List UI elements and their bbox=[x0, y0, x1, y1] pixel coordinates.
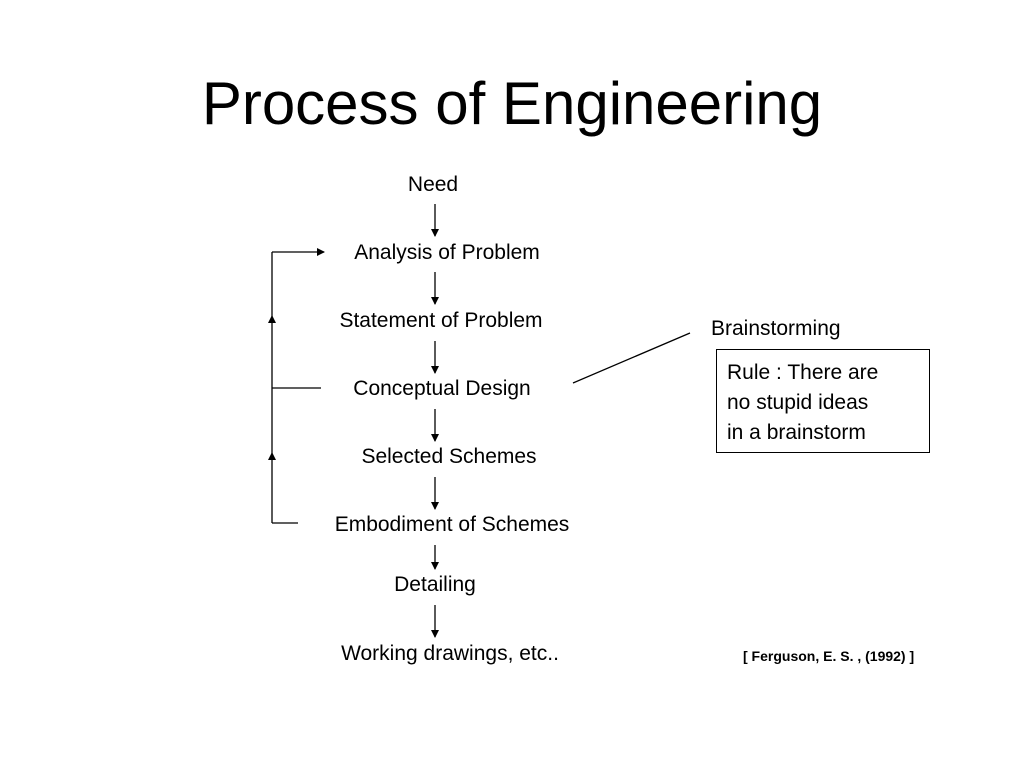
citation: [ Ferguson, E. S. , (1992) ] bbox=[743, 648, 915, 664]
step-detailing: Detailing bbox=[394, 573, 476, 596]
brainstorming-callout-line bbox=[572, 332, 691, 384]
brainstorming-label: Brainstorming bbox=[711, 317, 841, 340]
rule-line: no stupid ideas bbox=[727, 391, 869, 414]
step-embodiment-of-schemes: Embodiment of Schemes bbox=[334, 513, 570, 536]
slide-title: Process of Engineering bbox=[201, 70, 823, 137]
step-selected-schemes: Selected Schemes bbox=[361, 445, 537, 468]
step-working-drawings: Working drawings, etc.. bbox=[341, 642, 559, 665]
rule-line: in a brainstorm bbox=[727, 421, 866, 444]
step-need: Need bbox=[407, 173, 459, 196]
rule-line: Rule : There are bbox=[727, 361, 879, 384]
step-analysis-of-problem: Analysis of Problem bbox=[354, 241, 540, 264]
step-statement-of-problem: Statement of Problem bbox=[339, 309, 543, 332]
step-conceptual-design: Conceptual Design bbox=[353, 377, 531, 400]
brainstorming-rule-box: Rule : There are no stupid ideas in a br… bbox=[716, 349, 930, 453]
